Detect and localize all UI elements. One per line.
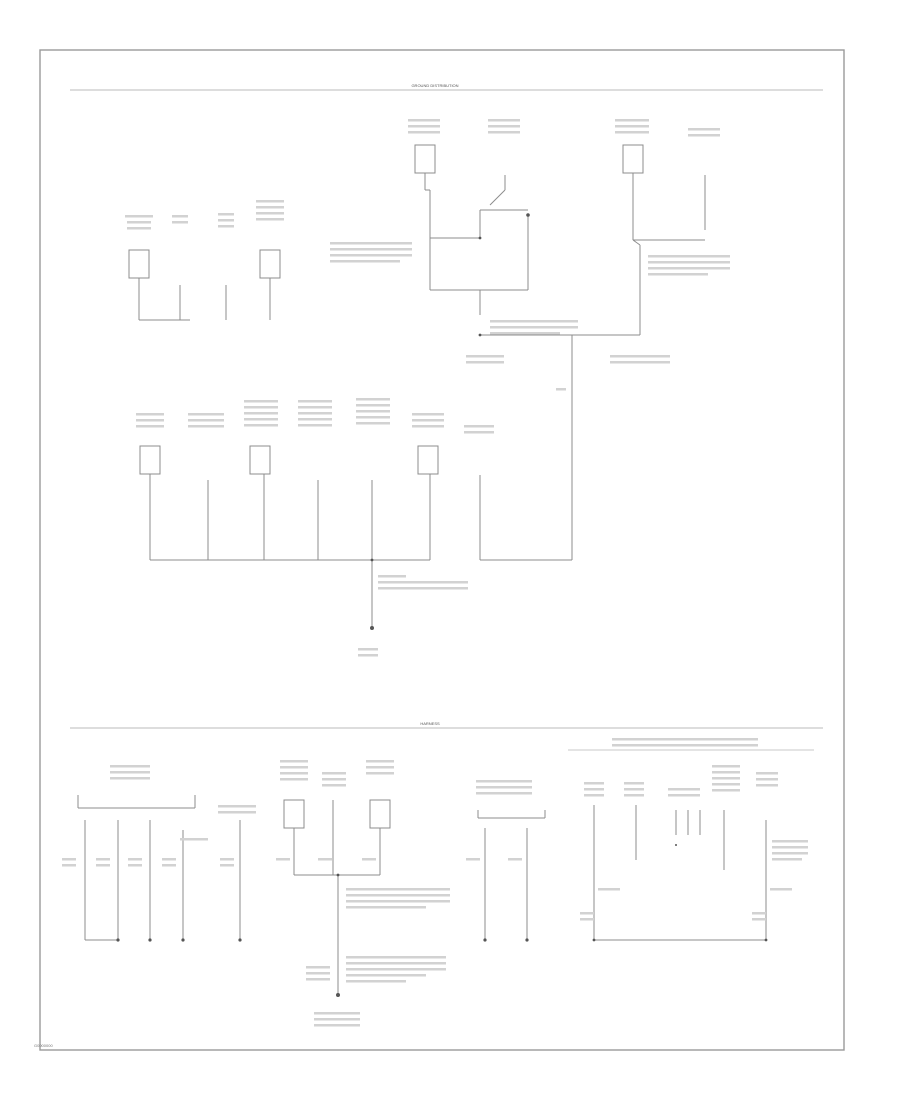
lower-wiring (77, 749, 814, 995)
upper-annotations (125, 119, 730, 657)
lower-annotations (62, 738, 808, 1027)
component-box (128, 249, 150, 279)
module-box (622, 144, 644, 174)
component-box (259, 249, 281, 279)
upper-wiring (128, 144, 706, 628)
section-title-top: GROUND DISTRIBUTION (411, 83, 458, 88)
component-box (417, 445, 439, 475)
upper-junctions (370, 213, 530, 630)
lower-junctions (116, 844, 768, 997)
footer-code: G0000000 (34, 1043, 53, 1048)
component-box (249, 445, 271, 475)
page-border (39, 49, 845, 1051)
component-box (139, 445, 161, 475)
component-box (369, 799, 391, 829)
section-title-bottom: HARNESS (420, 721, 440, 726)
module-box (414, 144, 436, 174)
component-box (283, 799, 305, 829)
